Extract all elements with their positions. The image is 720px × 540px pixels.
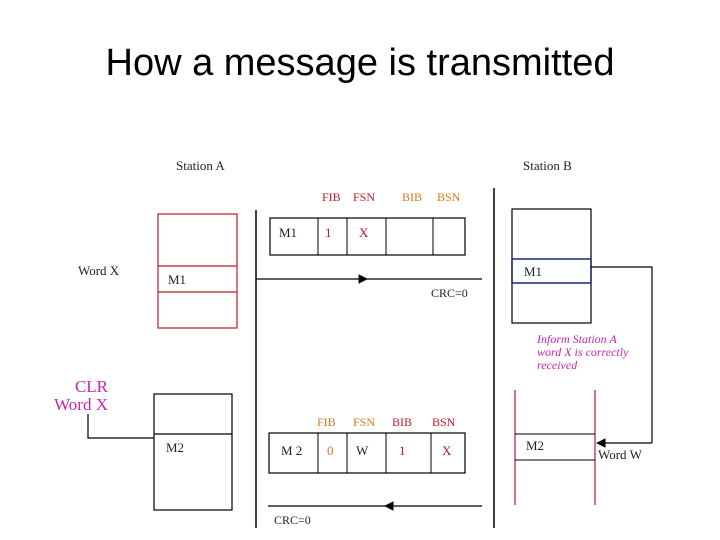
frame-1-bsn-header: BSN (437, 190, 461, 204)
frame-1-fib-header: FIB (322, 190, 341, 204)
station-a-buffer-1 (157, 213, 238, 329)
frame-2-crc-label: CRC=0 (274, 513, 311, 527)
frame-1-fsn-cell: X (359, 225, 369, 240)
station-b-buffer-1 (511, 208, 592, 324)
inform-line-1: Inform Station A (537, 332, 617, 346)
frame-2-msg-cell: M 2 (281, 443, 303, 458)
clr-word-label: CLR Word X (44, 378, 108, 414)
frame-2-bsn-header: BSN (432, 415, 456, 429)
clr-line-2: Word X (54, 395, 108, 414)
station-a-label: Station A (176, 158, 225, 173)
frame-2-fsn-header: FSN (353, 415, 376, 429)
station-b-buffer-2 (514, 390, 596, 505)
station-b-buffer-2-label: M2 (526, 438, 545, 453)
inform-line-3: received (537, 358, 578, 372)
station-b-buffer-1-label: M1 (524, 264, 543, 279)
frame-1-box (269, 217, 466, 256)
frame-1-crc-label: CRC=0 (431, 286, 468, 300)
station-b-word-label: Word W (598, 447, 642, 462)
station-a-word-label: Word X (78, 263, 120, 278)
frame-2-fsn-cell: W (356, 443, 369, 458)
inform-line-2: word X is correctly (537, 345, 629, 359)
station-a-buffer-2-label: M2 (166, 440, 185, 455)
frame-2-fib-header: FIB (317, 415, 336, 429)
frame-2-bib-cell: 1 (399, 443, 406, 458)
frame-2-bsn-cell: X (442, 443, 452, 458)
page-title: How a message is transmitted (105, 42, 615, 84)
clr-line-1: CLR (74, 377, 108, 396)
inform-note: Inform Station A word X is correctly rec… (537, 333, 647, 372)
clr-connector (87, 414, 154, 439)
frame-1-fib-cell: 1 (325, 225, 332, 240)
station-b-loop (591, 266, 653, 443)
frame-2-fib-cell: 0 (327, 443, 334, 458)
station-a-buffer-1-label: M1 (168, 272, 187, 287)
frame-2-bib-header: BIB (392, 415, 413, 429)
frame-2-box (268, 432, 466, 474)
frame-1-fsn-header: FSN (353, 190, 376, 204)
frame-1-bib-header: BIB (402, 190, 423, 204)
frame-1-msg-cell: M1 (279, 225, 298, 240)
station-b-label: Station B (523, 158, 572, 173)
station-a-buffer-2 (153, 393, 233, 511)
